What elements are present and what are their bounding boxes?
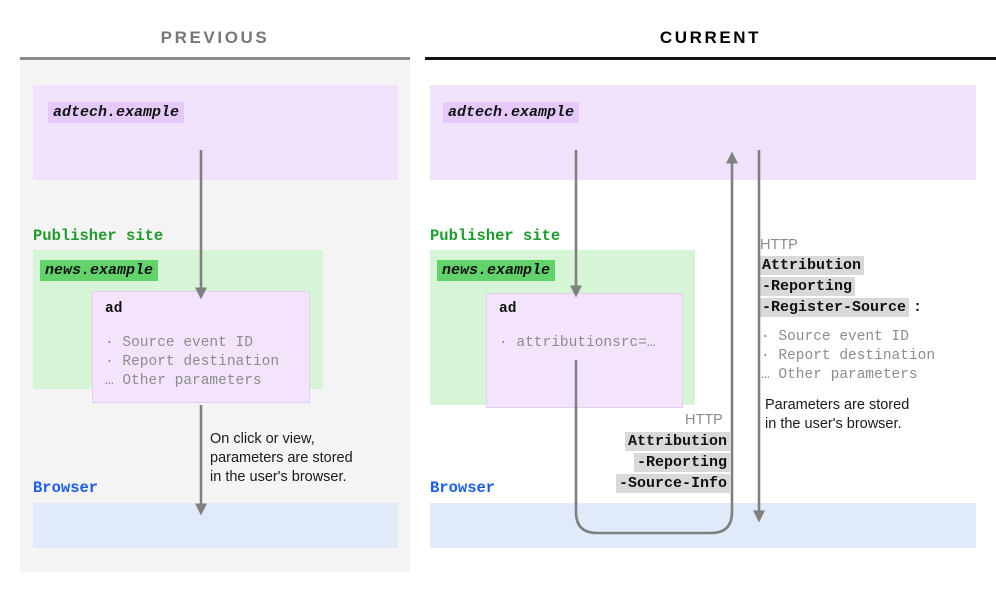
http-response-note: Parameters are stored in the user's brow…	[765, 397, 910, 432]
adtech-zone-previous	[33, 85, 398, 180]
http-response-line-2: -Reporting	[759, 277, 856, 296]
ad-parameters-current: · attributionsrc=…	[499, 335, 656, 351]
ad-parameters-previous: · Source event ID · Report destination ……	[105, 335, 280, 389]
http-kicker-request: HTTP	[685, 412, 723, 428]
http-request-line-3: -Source-Info	[615, 474, 730, 493]
panel-previous: adtech.example Publisher site news.examp…	[20, 60, 410, 572]
browser-zone-current	[430, 503, 976, 548]
news-domain-chip-previous: news.example	[40, 260, 159, 281]
http-response-parameters: · Source event ID · Report destination ……	[761, 329, 936, 383]
http-response-line-1: Attribution	[759, 256, 865, 275]
column-rule-current	[425, 57, 996, 60]
http-request-line-2: -Reporting	[633, 453, 730, 472]
http-request-header: Attribution -Reporting -Source-Info	[555, 432, 730, 495]
http-kicker-response: HTTP	[760, 237, 798, 253]
http-response-line-3: -Register-Source	[759, 298, 910, 317]
http-request-line-1: Attribution	[624, 432, 730, 451]
news-domain-chip-current: news.example	[437, 260, 556, 281]
adtech-domain-chip-current: adtech.example	[443, 102, 580, 123]
publisher-site-label-current: Publisher site	[430, 227, 561, 245]
flow-note-previous: On click or view, parameters are stored …	[210, 431, 353, 485]
panel-current: adtech.example Publisher site news.examp…	[425, 60, 996, 572]
ad-label-previous: ad	[105, 301, 123, 317]
browser-zone-previous	[33, 503, 398, 548]
column-title-current: CURRENT	[659, 28, 762, 47]
ad-box-previous	[92, 291, 310, 403]
column-rule-previous	[20, 57, 410, 60]
ad-label-current: ad	[499, 301, 517, 317]
http-response-header: Attribution -Reporting -Register-Source:	[759, 256, 922, 319]
adtech-domain-chip-previous: adtech.example	[48, 102, 185, 123]
adtech-zone-current	[430, 85, 976, 180]
browser-label-current: Browser	[430, 479, 496, 497]
browser-label-previous: Browser	[33, 479, 99, 497]
http-response-colon: :	[913, 299, 923, 316]
publisher-site-label-previous: Publisher site	[33, 227, 164, 245]
column-title-previous: PREVIOUS	[160, 28, 270, 47]
